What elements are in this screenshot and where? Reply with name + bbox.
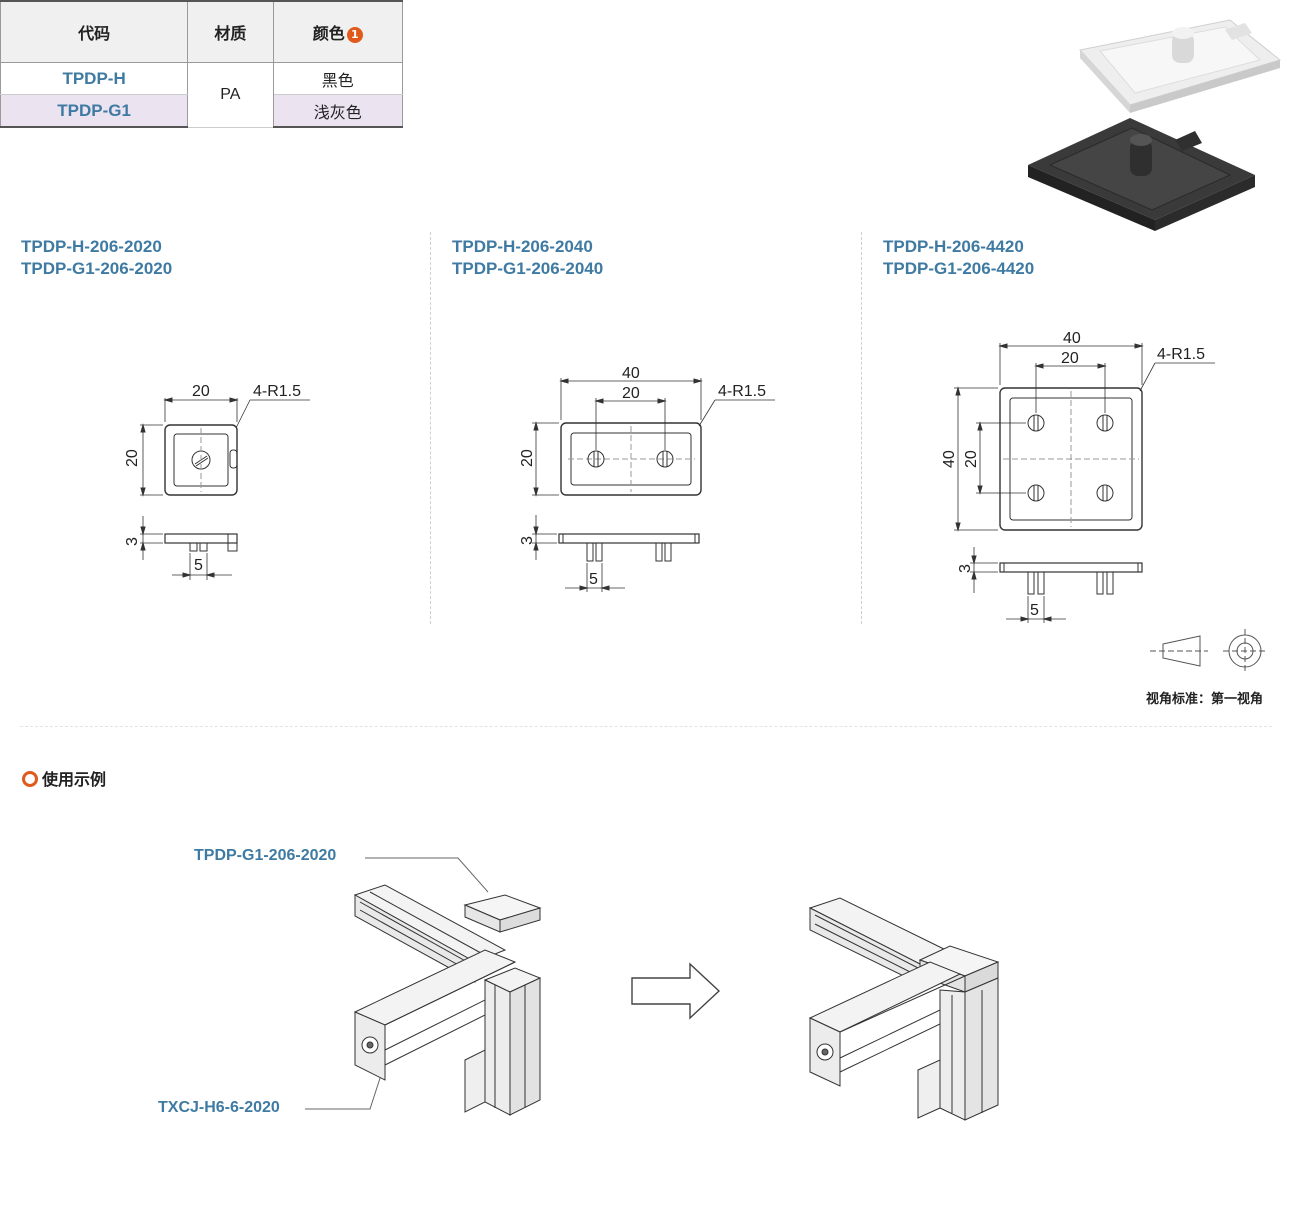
header-material: 材质 — [187, 0, 274, 63]
material-cell: PA — [187, 62, 274, 128]
radius-label: 4-R1.5 — [718, 383, 766, 400]
dim-label: 20 — [622, 385, 640, 402]
dim-label: 20 — [963, 450, 980, 468]
assembly-after-illustration — [808, 897, 1000, 1121]
radius-label: 4-R1.5 — [253, 383, 301, 400]
dim-label: 5 — [589, 571, 598, 588]
dim-label: 5 — [1030, 602, 1039, 619]
usage-title: 使用示例 — [22, 766, 106, 790]
section-divider — [20, 726, 1272, 727]
dim-label: 40 — [1063, 330, 1081, 347]
drawing-2020: 20 20 4-R1.5 3 5 — [124, 383, 310, 580]
dim-label: 20 — [124, 449, 141, 467]
dim-label: 20 — [519, 449, 536, 467]
header-color-label: 颜色 — [312, 24, 345, 43]
dim-label: 5 — [194, 557, 203, 574]
model-title-2020: TPDP-H-206-2020 TPDP-G1-206-2020 — [21, 236, 172, 280]
drawing-2040: 40 20 20 4-R1.5 3 5 — [519, 365, 775, 592]
note-badge: 1 — [346, 27, 363, 43]
dim-label: 3 — [957, 564, 974, 573]
assembly-before-illustration — [305, 857, 542, 1116]
row-code: TPDP-H — [0, 62, 189, 95]
view-standard-label: 视角标准：第一视角 — [1146, 692, 1264, 707]
column-divider — [861, 232, 862, 624]
product-photo — [1028, 19, 1282, 231]
callout-cap: TPDP-G1-206-2020 — [194, 847, 337, 864]
ring-bullet-icon — [22, 771, 38, 787]
header-code: 代码 — [0, 0, 189, 63]
row-code: TPDP-G1 — [0, 94, 189, 128]
dim-label: 40 — [622, 365, 640, 382]
model-code: TPDP-G1-206-2040 — [452, 259, 604, 278]
projection-symbol-icon — [1150, 629, 1267, 673]
model-title-4420: TPDP-H-206-4420 TPDP-G1-206-4420 — [883, 236, 1034, 280]
model-title-2040: TPDP-H-206-2040 TPDP-G1-206-2040 — [452, 236, 603, 280]
model-code: TPDP-H-206-2020 — [21, 237, 162, 256]
column-divider — [430, 232, 431, 624]
callout-connector: TXCJ-H6-6-2020 — [158, 1099, 280, 1116]
model-code: TPDP-H-206-2040 — [452, 237, 593, 256]
dim-label: 20 — [1061, 350, 1079, 367]
row-color: 黑色 — [272, 62, 404, 95]
drawing-4420: 40 20 40 20 4-R1.5 3 5 — [941, 330, 1215, 623]
dim-label: 3 — [124, 537, 141, 546]
model-code: TPDP-G1-206-4420 — [883, 259, 1035, 278]
dim-label: 40 — [941, 450, 958, 468]
radius-label: 4-R1.5 — [1157, 346, 1205, 363]
row-color: 浅灰色 — [272, 94, 404, 128]
usage-title-text: 使用示例 — [42, 770, 107, 789]
model-code: TPDP-G1-206-2020 — [21, 259, 173, 278]
model-code: TPDP-H-206-4420 — [883, 237, 1024, 256]
arrow-right-icon — [631, 962, 721, 1020]
dim-label: 3 — [519, 536, 536, 545]
dim-label: 20 — [192, 383, 210, 400]
